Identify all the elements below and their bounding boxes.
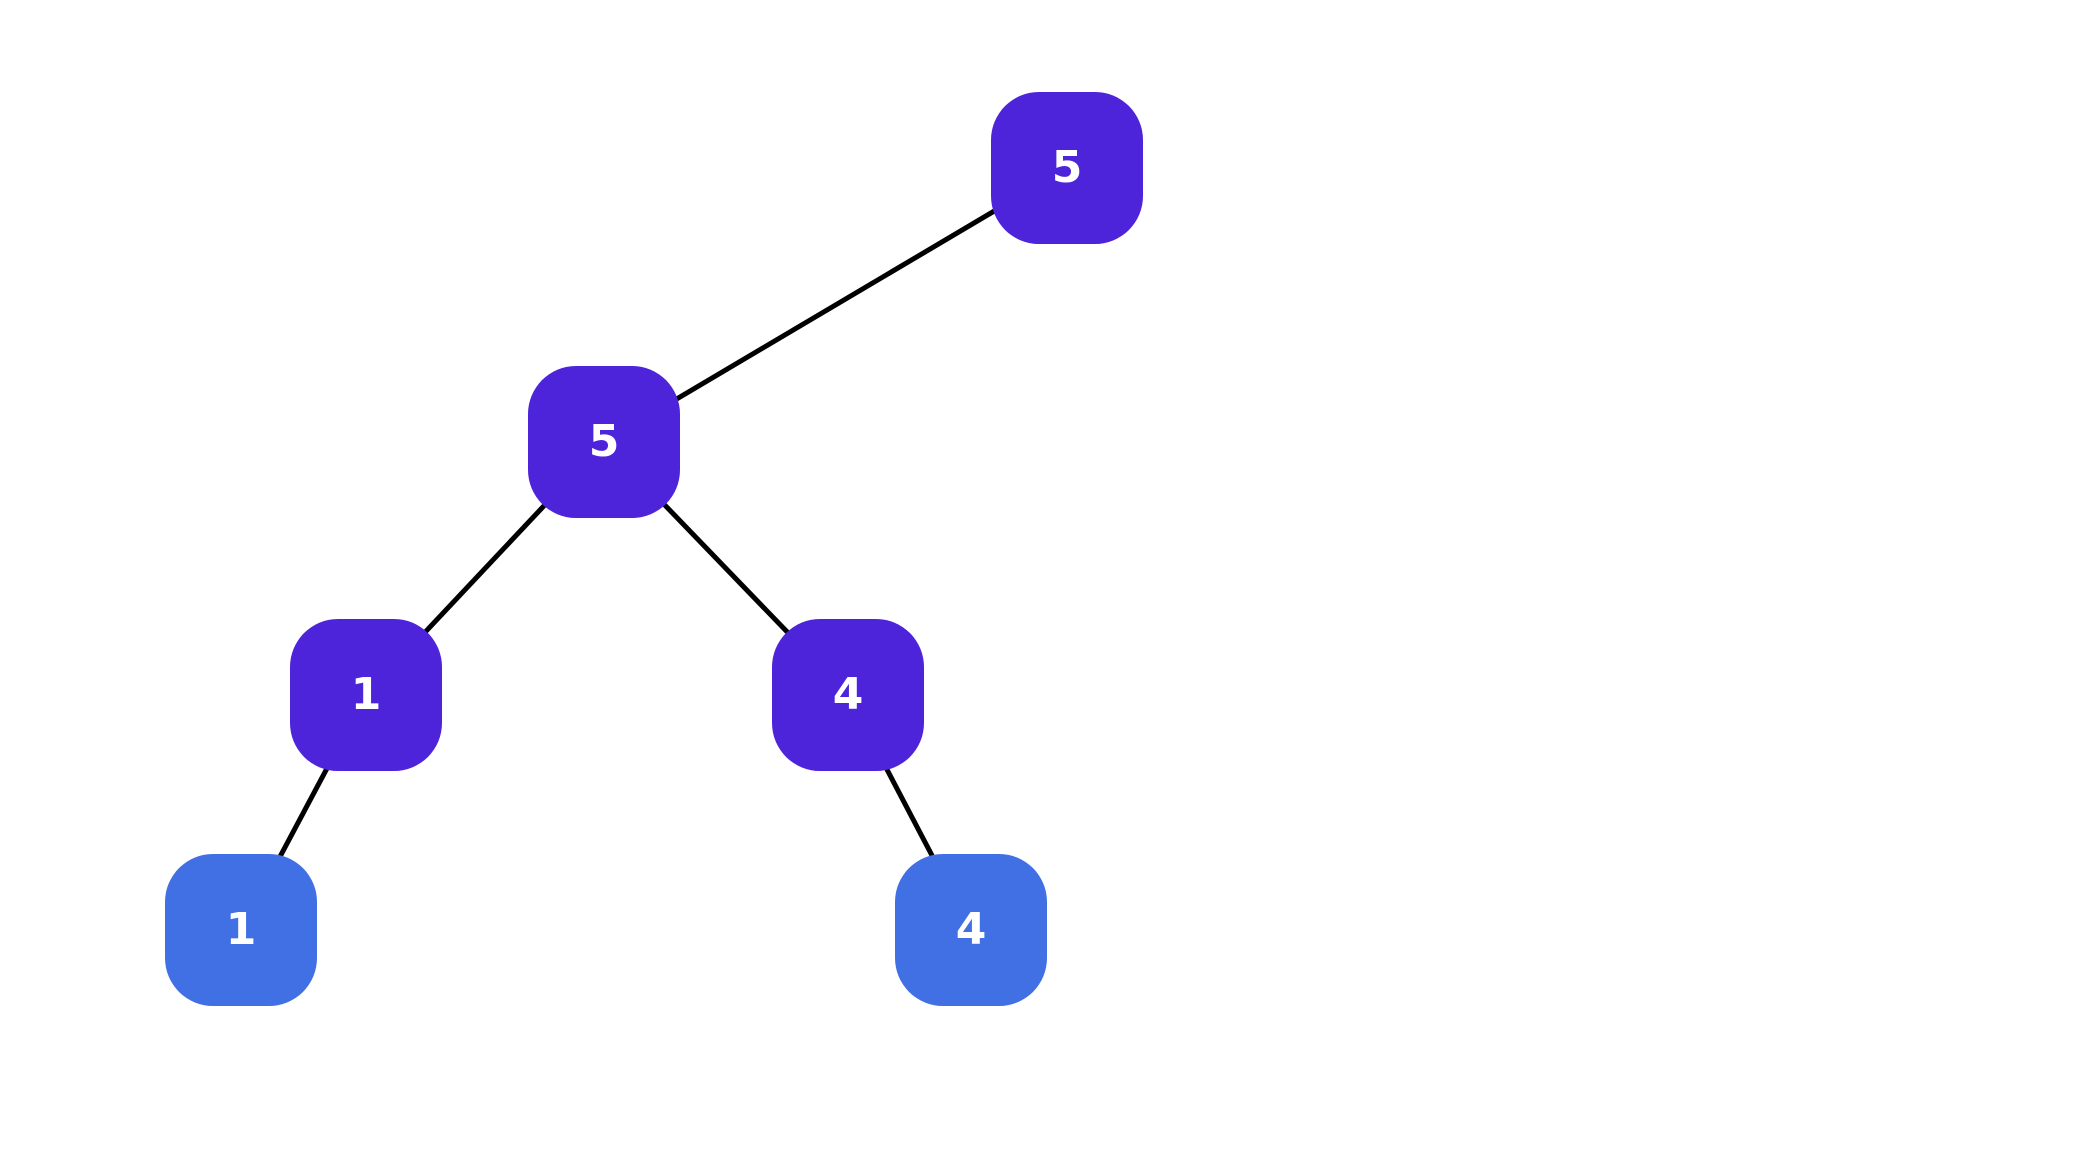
tree-node-n1: 1 bbox=[290, 619, 442, 771]
tree-node-label: 1 bbox=[225, 904, 257, 955]
tree-node-label: 5 bbox=[1051, 142, 1083, 193]
tree-node-leaf1: 1 bbox=[165, 854, 317, 1006]
tree-node-n5: 5 bbox=[528, 366, 680, 518]
tree-node-root: 5 bbox=[991, 92, 1143, 244]
tree-node-leaf4: 4 bbox=[895, 854, 1047, 1006]
tree-node-label: 1 bbox=[350, 669, 382, 720]
tree-node-label: 4 bbox=[955, 904, 987, 955]
tree-node-n4: 4 bbox=[772, 619, 924, 771]
tree-edge-root-n5 bbox=[602, 165, 1069, 445]
tree-node-label: 4 bbox=[832, 669, 864, 720]
tree-node-label: 5 bbox=[588, 416, 620, 467]
